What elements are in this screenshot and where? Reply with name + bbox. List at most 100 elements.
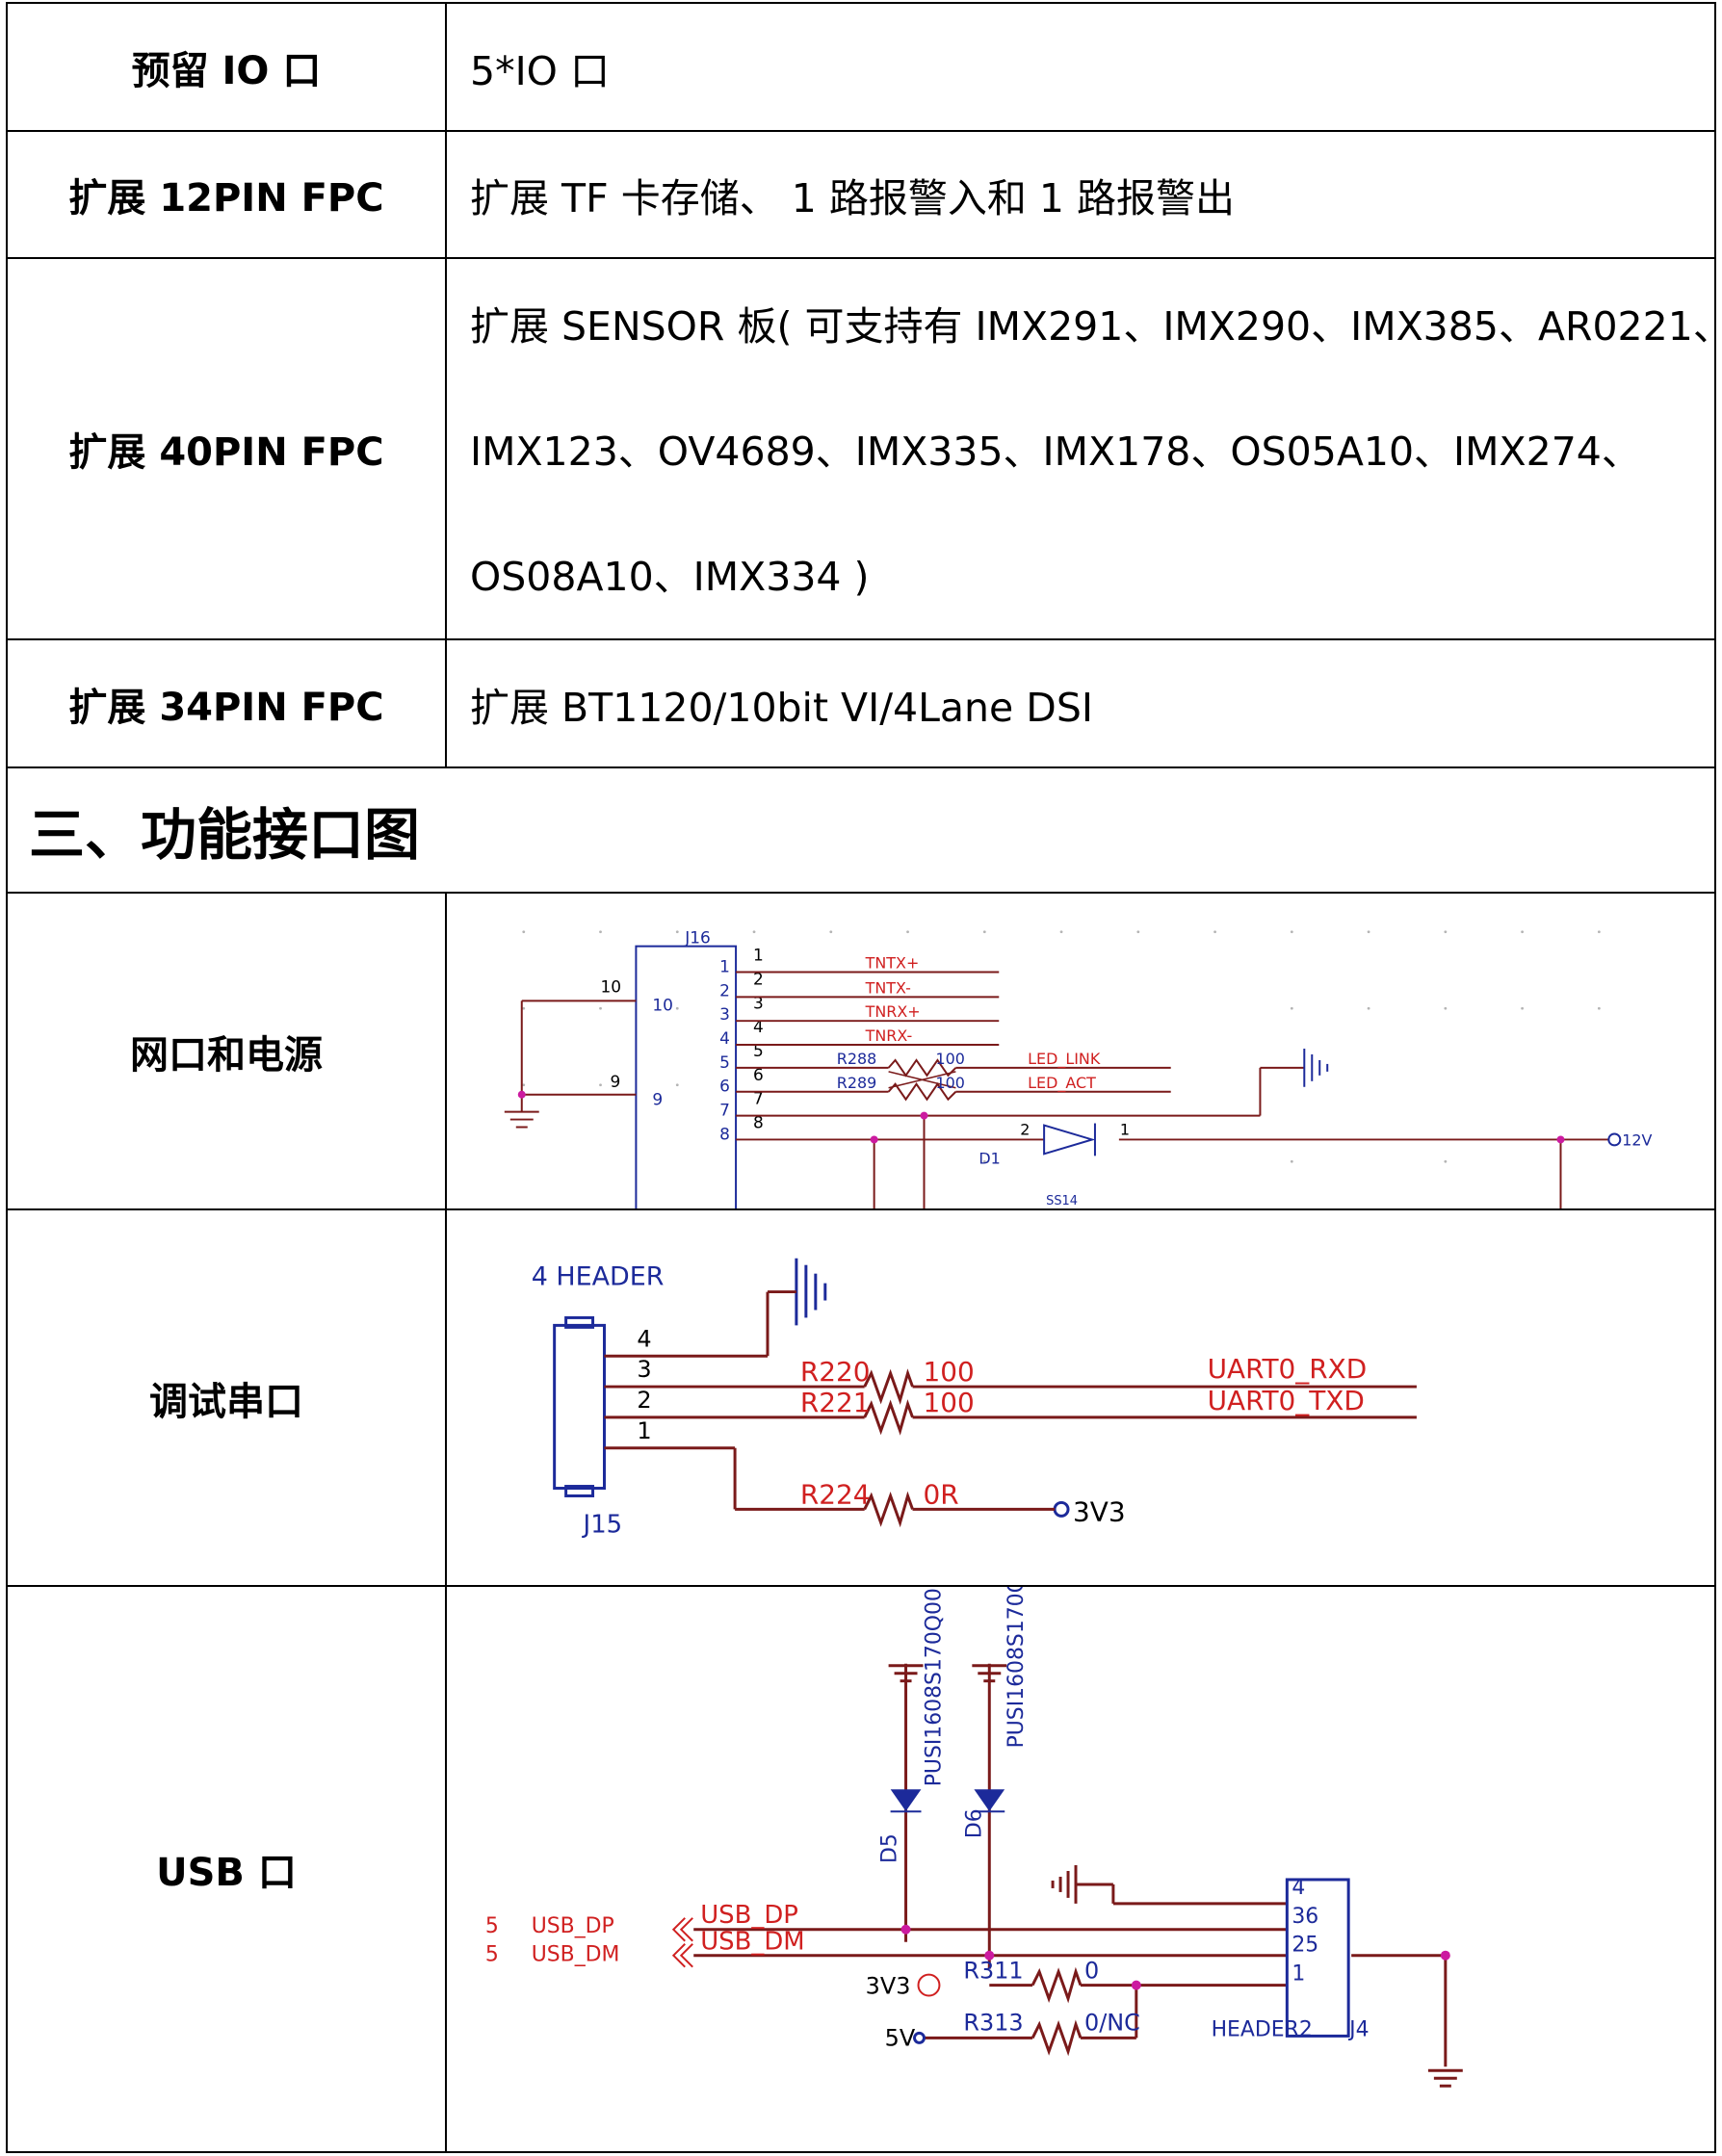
pin-number: 8: [719, 1124, 730, 1143]
offpage-sheet: 5: [485, 1914, 499, 1938]
diode-part: SS14: [1046, 1194, 1078, 1208]
net-label: TNTX-: [865, 978, 911, 997]
pin-number: 4: [1292, 1876, 1305, 1900]
resistor-ref: R224: [800, 1478, 871, 1510]
j16-ref: J16: [684, 928, 711, 948]
diagram-row: 调试串口 4 HEADER J15: [6, 1208, 1716, 1587]
pin-number: 10: [652, 995, 673, 1014]
diode-ref: D1: [978, 1149, 1000, 1167]
row-label: 扩展 34PIN FPC: [8, 640, 447, 766]
pin-number: 1: [637, 1417, 651, 1444]
resistor-value: 0: [1084, 1958, 1099, 1985]
schematic-svg: PUSI1608S170Q003 PUSI1608S170Q003 D5 D6 …: [485, 1587, 1463, 2088]
pin-number: 7: [719, 1101, 730, 1120]
table-row: 扩展 40PIN FPC 扩展 SENSOR 板( 可支持有 IMX291、IM…: [6, 257, 1722, 640]
resistor-value: 100: [935, 1050, 964, 1068]
resistor-ref: R313: [963, 2009, 1023, 2036]
j15-body: [553, 1323, 606, 1491]
diagram-row: 网口和电源 J16 1 2 3 4 5 6 7 8: [6, 892, 1716, 1210]
pin-number: 4: [719, 1028, 730, 1048]
pin-number: 36: [1292, 1905, 1318, 1929]
pin-number: 2: [753, 969, 764, 988]
net-label: UART0_TXD: [1208, 1385, 1365, 1416]
j15-ref: J15: [582, 1510, 623, 1539]
pin-number: 2: [1020, 1120, 1030, 1138]
pin-number: 5: [719, 1052, 730, 1072]
row-value: 5*IO 口: [470, 47, 610, 94]
row-value: 扩展 BT1120/10bit VI/4Lane DSI: [470, 684, 1093, 731]
pin-number: 7: [753, 1089, 764, 1108]
resistor-value: 100: [935, 1074, 964, 1092]
pin-number: 6: [753, 1065, 764, 1084]
schematic-svg: 4 HEADER J15: [532, 1258, 1417, 1539]
header-title: 4 HEADER: [532, 1262, 665, 1292]
table-row: 扩展 12PIN FPC 扩展 TF 卡存储、 1 路报警入和 1 路报警出: [6, 130, 1716, 259]
diode-ref: D6: [962, 1808, 986, 1838]
pin-number: 4: [753, 1017, 764, 1036]
resistor-ref: R220: [800, 1356, 871, 1388]
pin-number: 8: [753, 1113, 764, 1132]
table-row: 扩展 34PIN FPC 扩展 BT1120/10bit VI/4Lane DS…: [6, 638, 1716, 768]
pin-number: 9: [652, 1090, 663, 1109]
net-label: USB_DM: [700, 1928, 804, 1957]
j4-ref: J4: [1347, 2017, 1369, 2041]
pin-number: 2: [637, 1387, 651, 1414]
row-label: 预留 IO 口: [8, 4, 447, 130]
pin-number: 10: [601, 976, 622, 996]
net-label: USB_DP: [700, 1901, 798, 1930]
row-label: 扩展 12PIN FPC: [8, 132, 447, 257]
resistor-value: 0R: [923, 1478, 958, 1510]
net-label: TNTX+: [865, 954, 920, 973]
resistor-ref: R289: [837, 1074, 876, 1092]
diode-part: PUSI1608S170Q003: [1004, 1587, 1029, 1748]
j16-body: [635, 945, 738, 1208]
pin-number: 3: [753, 993, 764, 1012]
pin-number: 1: [753, 946, 764, 965]
pin-number: 4: [637, 1325, 651, 1352]
ethernet-power-schematic: J16 1 2 3 4 5 6 7 8 10 9 1 2 3 4 5 6 7 8…: [447, 894, 1714, 1208]
resistor-value: 100: [923, 1387, 974, 1418]
schematic-svg: J16 1 2 3 4 5 6 7 8 10 9 1 2 3 4 5 6 7 8…: [504, 928, 1653, 1208]
net-label: LED_LINK: [1028, 1050, 1101, 1069]
power-net: 3V3: [1073, 1495, 1126, 1527]
diode-part: PUSI1608S170Q003: [922, 1587, 946, 1786]
net-label: TNRX+: [865, 1002, 921, 1021]
resistor-value: 100: [923, 1356, 974, 1388]
net-label: LED_ACT: [1028, 1074, 1096, 1093]
row-label: USB 口: [8, 1587, 447, 2151]
pin-number: 1: [719, 957, 730, 976]
power-net: 12V: [1622, 1130, 1652, 1149]
power-net: 5V: [885, 2024, 916, 2051]
resistor-value: 0/NC: [1084, 2009, 1140, 2036]
net-label: UART0_RXD: [1208, 1353, 1368, 1385]
row-value-line: IMX123、OV4689、IMX335、IMX178、OS05A10、IMX2…: [470, 429, 1641, 475]
section-heading: 三、功能接口图: [6, 766, 1716, 894]
resistor-ref: R221: [800, 1387, 871, 1418]
pin-number: 3: [637, 1356, 651, 1383]
pin-number: 1: [1120, 1120, 1130, 1138]
row-value-line: OS08A10、IMX334 ): [470, 554, 870, 600]
row-label: 调试串口: [8, 1210, 447, 1585]
row-label: 网口和电源: [8, 894, 447, 1208]
pin-number: 6: [719, 1077, 730, 1096]
j4-body: [1285, 1878, 1350, 2038]
row-value: 扩展 TF 卡存储、 1 路报警入和 1 路报警出: [470, 175, 1235, 221]
row-value-line: 扩展 SENSOR 板( 可支持有 IMX291、IMX290、IMX385、A…: [470, 303, 1722, 350]
pin-number: 1: [1292, 1962, 1305, 1987]
table-row: 预留 IO 口 5*IO 口: [6, 2, 1716, 132]
pin-number: 3: [719, 1004, 730, 1024]
diagram-row: USB 口: [6, 1585, 1716, 2153]
row-label: 扩展 40PIN FPC: [8, 259, 447, 638]
pin-number: 9: [610, 1072, 620, 1091]
net-label: TNRX-: [865, 1026, 913, 1045]
offpage-net: USB_DM: [532, 1943, 620, 1967]
resistor-ref: R311: [963, 1958, 1023, 1985]
diode-ref: D5: [878, 1833, 902, 1863]
pin-number: 25: [1292, 1934, 1318, 1958]
resistor-ref: R288: [837, 1050, 876, 1068]
power-net: 3V3: [866, 1973, 911, 2000]
pin-number: 5: [753, 1041, 764, 1060]
row-value: 扩展 SENSOR 板( 可支持有 IMX291、IMX290、IMX385、A…: [447, 259, 1722, 638]
header-name: HEADER2: [1212, 2017, 1313, 2041]
usb-schematic: PUSI1608S170Q003 PUSI1608S170Q003 D5 D6 …: [447, 1587, 1714, 2151]
